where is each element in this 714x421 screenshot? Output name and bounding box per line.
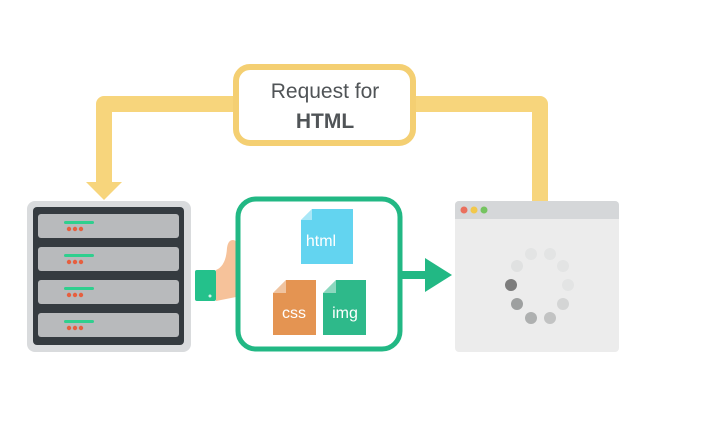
request-text-line2: HTML <box>296 110 354 133</box>
server-unit <box>38 280 179 304</box>
hand-icon <box>195 240 239 301</box>
server-unit <box>38 313 179 337</box>
html-document-icon: html <box>301 209 353 264</box>
img-document-icon: img <box>323 280 366 335</box>
request-box <box>233 64 416 146</box>
server-unit <box>38 247 179 271</box>
browser-red-dot <box>460 206 468 214</box>
server-rack-icon <box>27 201 191 352</box>
request-path <box>96 96 548 209</box>
css-document-label: css <box>282 305 306 322</box>
css-document-icon: css <box>273 280 316 335</box>
html-document-label: html <box>306 233 336 250</box>
browser-window-icon <box>455 201 619 352</box>
request-text-line1: Request for <box>271 80 380 103</box>
request-arrow-head <box>86 182 122 200</box>
browser-yellow-dot <box>470 206 478 214</box>
arrow-right-icon <box>400 258 452 292</box>
server-unit <box>38 214 179 238</box>
img-document-label: img <box>332 305 358 322</box>
loading-spinner-icon <box>505 248 574 324</box>
browser-green-dot <box>480 206 488 214</box>
